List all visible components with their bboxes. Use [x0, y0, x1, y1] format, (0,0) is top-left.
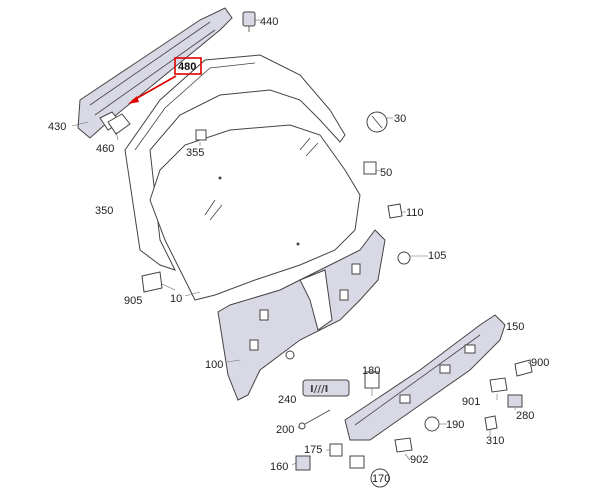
emblem-240-part: I///I — [302, 379, 350, 397]
label-10: 10 — [170, 293, 182, 305]
label-100: 100 — [205, 359, 223, 371]
label-480: 480 — [178, 61, 196, 73]
hardware-parts — [141, 111, 533, 488]
label-30: 30 — [394, 113, 406, 125]
leader-lines — [71, 19, 533, 466]
label-905: 905 — [124, 295, 142, 307]
inner-trim-panel — [217, 229, 386, 401]
label-110: 110 — [406, 207, 424, 219]
clip-440-part — [242, 11, 256, 32]
label-240: 240 — [278, 394, 296, 406]
label-200: 200 — [276, 424, 294, 436]
label-280: 280 — [516, 410, 534, 422]
label-900: 900 — [531, 357, 549, 369]
label-901: 901 — [462, 396, 480, 408]
label-150: 150 — [506, 321, 524, 333]
label-440: 440 — [260, 16, 278, 28]
rear-window-glass — [149, 124, 361, 301]
label-350: 350 — [95, 205, 113, 217]
label-902: 902 — [410, 454, 428, 466]
bracket-460-part — [107, 113, 131, 135]
label-50: 50 — [380, 167, 392, 179]
label-310: 310 — [486, 435, 504, 447]
label-180: 180 — [362, 365, 380, 377]
lower-trim-part — [344, 314, 506, 441]
label-160: 160 — [270, 461, 288, 473]
label-190: 190 — [446, 419, 464, 431]
label-105: 105 — [428, 250, 446, 262]
svg-text:I///I: I///I — [310, 384, 328, 395]
label-460: 460 — [96, 143, 114, 155]
label-430: 430 — [48, 121, 66, 133]
tailgate-frame — [124, 54, 346, 271]
label-175: 175 — [304, 444, 322, 456]
label-170: 170 — [372, 473, 390, 485]
highlight-480 — [128, 57, 202, 104]
label-355: 355 — [186, 147, 204, 159]
